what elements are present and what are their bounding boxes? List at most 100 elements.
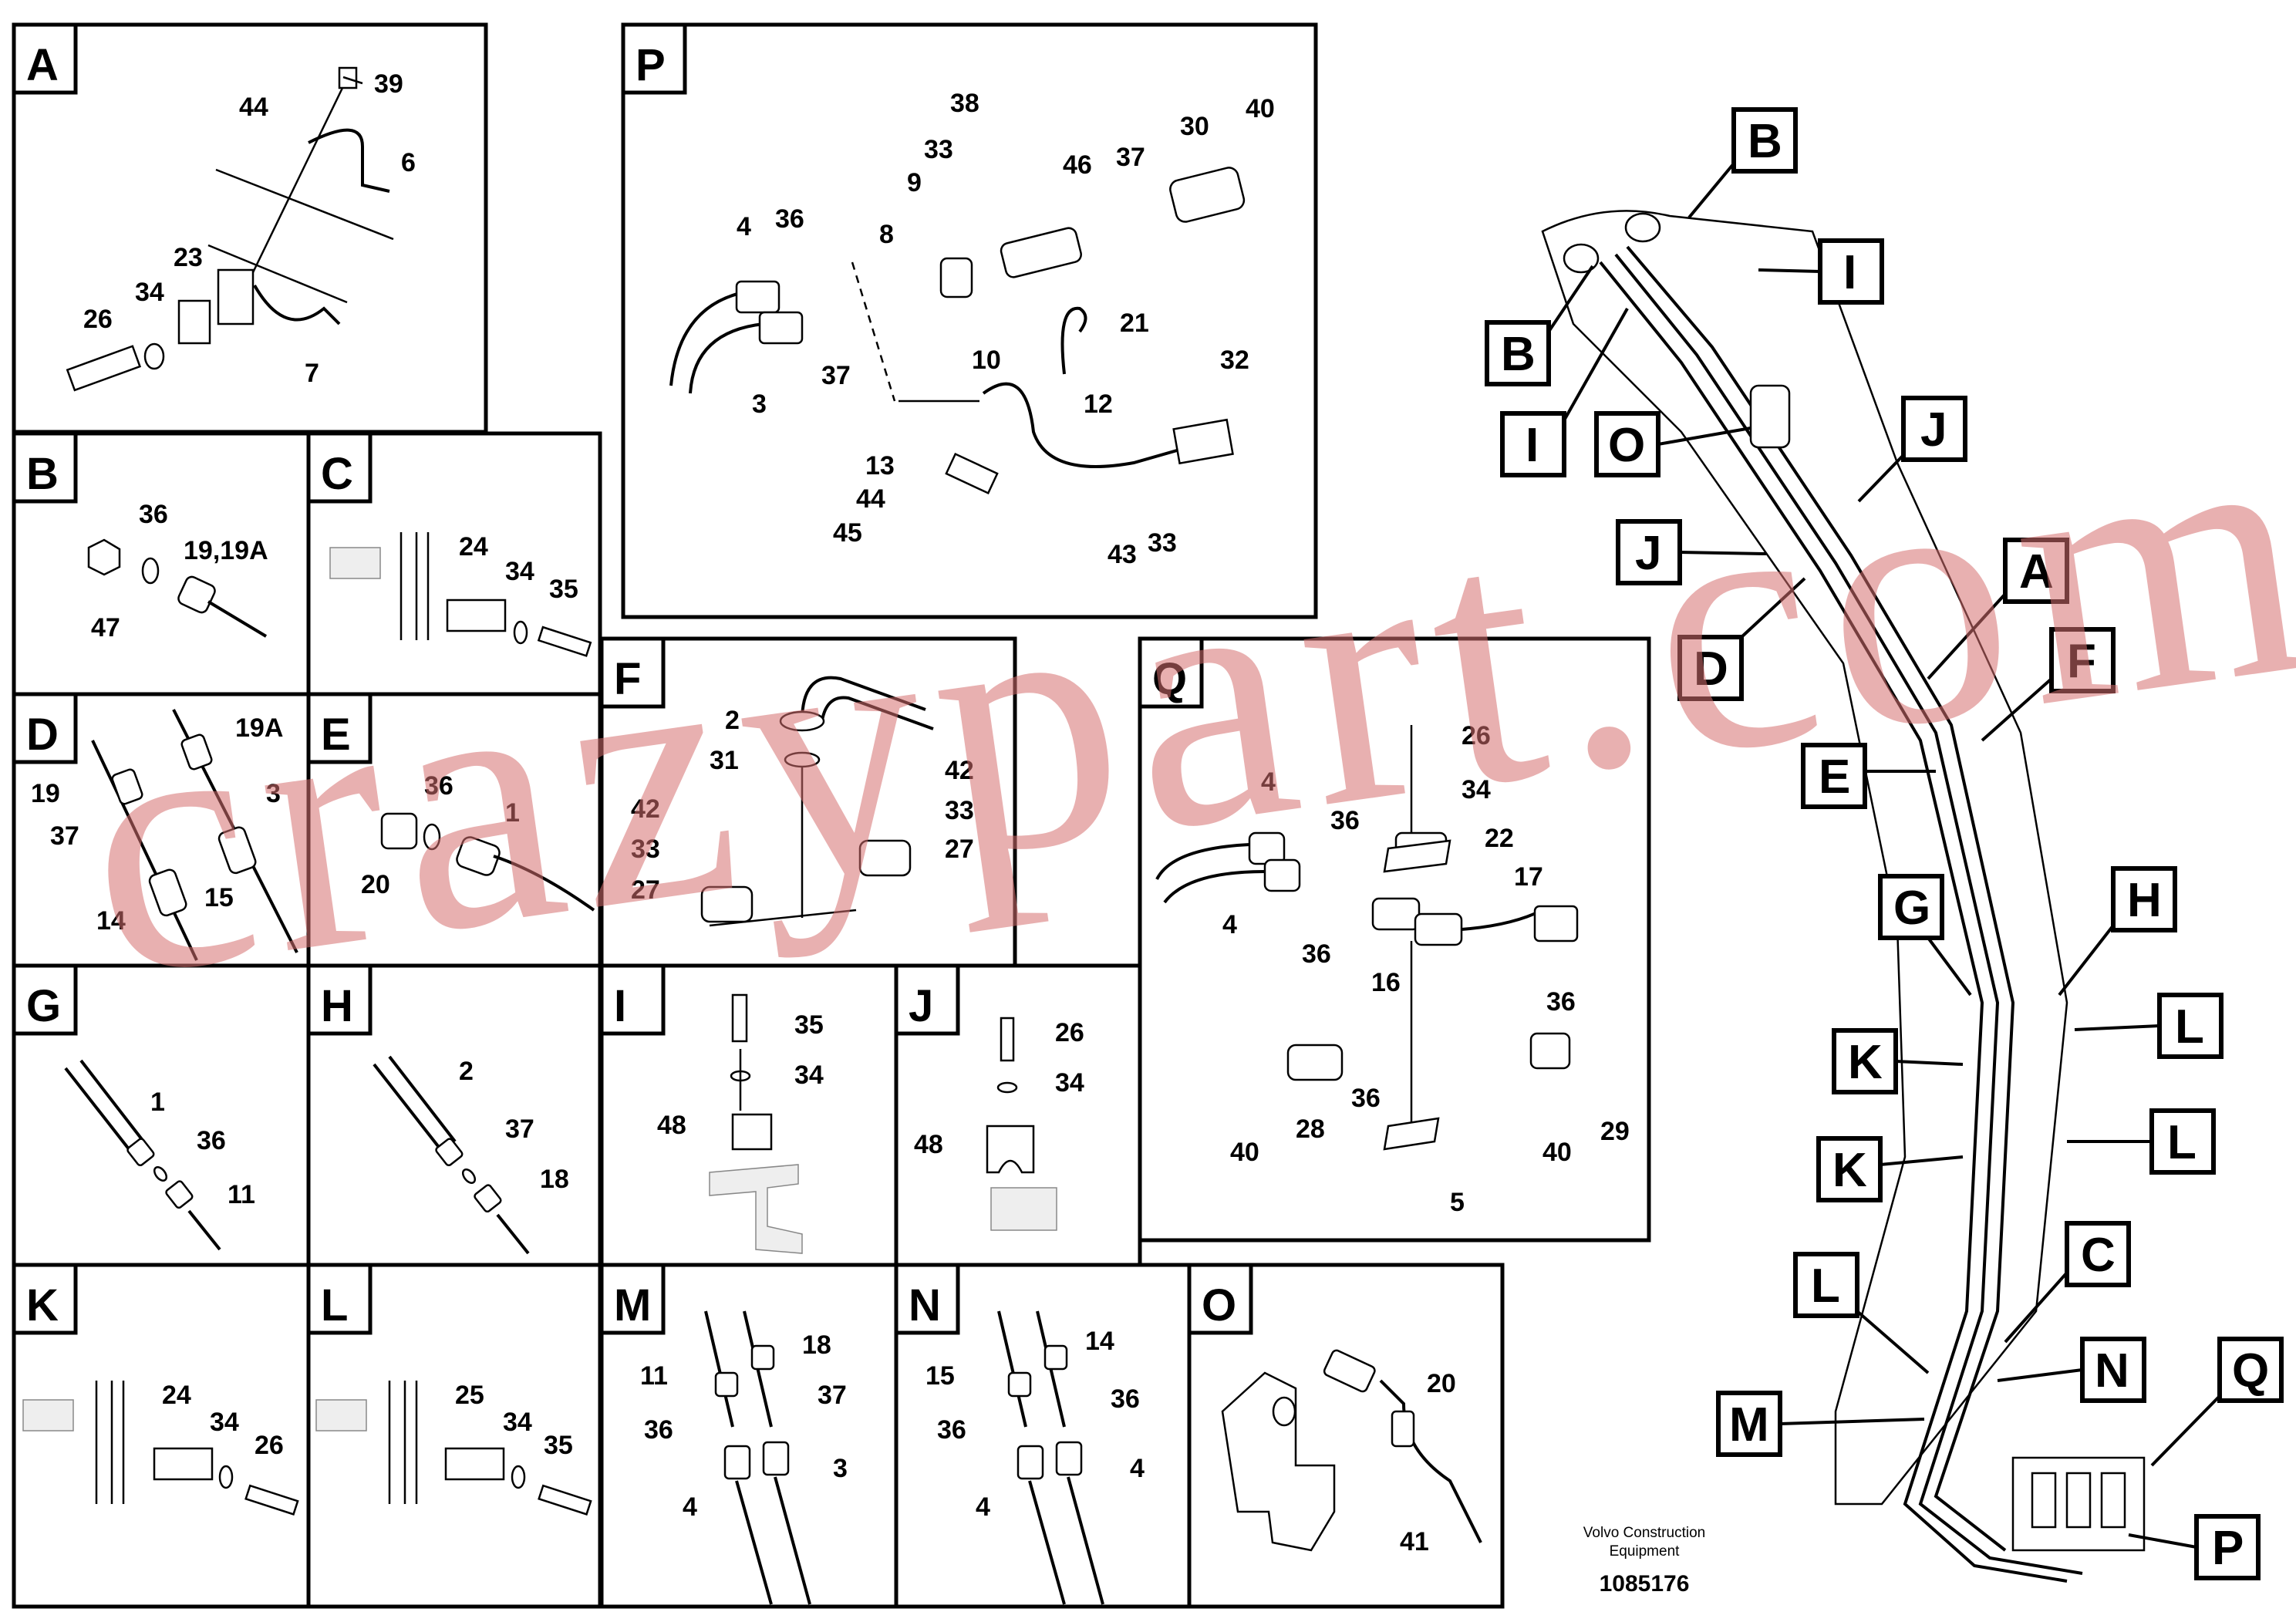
tag-K-lower: K: [1816, 1136, 1964, 1202]
callout-Q-26: 26: [1462, 721, 1491, 750]
callout-Q-5: 5: [1450, 1188, 1465, 1217]
callout-C-34: 34: [505, 557, 534, 586]
tag-P: P: [2128, 1514, 2261, 1580]
callout-P-33: 33: [924, 135, 953, 164]
callout-Q-4a: 4: [1261, 767, 1276, 797]
callout-P-9: 9: [907, 168, 922, 197]
tag-L-upper: L: [2074, 993, 2224, 1059]
callout-P-10: 10: [972, 346, 1001, 375]
panel-F: F 2 31 42 42 33 33 27 27: [599, 636, 1017, 968]
callout-J-48: 48: [914, 1130, 943, 1159]
tag-L-lower: L: [1793, 1252, 1930, 1374]
callout-N-4b: 4: [976, 1492, 990, 1522]
panel-D-letter: D: [26, 710, 59, 760]
panel-M: M 18 11 37 36 3 4: [599, 1263, 899, 1609]
callout-Q-29: 29: [1600, 1117, 1630, 1146]
panel-J-letter: J: [909, 981, 933, 1031]
callout-E-20: 20: [361, 870, 390, 899]
panel-A-letter: A: [26, 40, 59, 90]
callout-B-47: 47: [91, 613, 120, 642]
svg-text:M: M: [1729, 1398, 1769, 1452]
callout-P-13: 13: [865, 451, 895, 481]
panel-P-letter: P: [636, 40, 666, 90]
callout-P-32: 32: [1220, 346, 1249, 375]
svg-text:A: A: [2019, 545, 2054, 599]
callout-K-24: 24: [162, 1381, 191, 1410]
callout-A-34: 34: [135, 278, 164, 307]
svg-text:L: L: [2175, 1000, 2204, 1054]
callout-C-24: 24: [459, 532, 488, 561]
svg-text:K: K: [1832, 1144, 1867, 1197]
tag-Q: Q: [2150, 1337, 2284, 1467]
svg-text:O: O: [1608, 419, 1645, 472]
panel-B-letter: B: [26, 449, 59, 499]
svg-text:K: K: [1848, 1036, 1883, 1089]
document-number: 1085176: [1600, 1571, 1690, 1597]
tag-G: G: [1878, 874, 1972, 996]
callout-M-4: 4: [683, 1492, 697, 1522]
panel-K-letter: K: [26, 1280, 59, 1330]
callout-J-26: 26: [1055, 1018, 1084, 1047]
callout-M-18: 18: [802, 1330, 831, 1360]
callout-Q-17: 17: [1514, 862, 1543, 892]
callout-D-15: 15: [204, 883, 234, 912]
callout-Q-34: 34: [1462, 775, 1491, 804]
tag-H: H: [2058, 866, 2177, 996]
callout-A-39: 39: [374, 69, 403, 99]
panel-C-letter: C: [321, 449, 353, 499]
callout-A-7: 7: [305, 359, 319, 388]
callout-Q-40b: 40: [1542, 1138, 1572, 1167]
panel-I: I 35 34 48: [599, 963, 899, 1267]
callout-Q-16: 16: [1371, 968, 1401, 997]
svg-text:G: G: [1893, 882, 1930, 935]
panel-N-letter: N: [909, 1280, 941, 1330]
tag-M: M: [1716, 1391, 1925, 1457]
tag-K-upper: K: [1832, 1028, 1964, 1094]
tag-E: E: [1801, 743, 1936, 809]
callout-F-33b: 33: [631, 835, 660, 864]
callout-J-34: 34: [1055, 1068, 1084, 1098]
callout-P-45: 45: [833, 518, 862, 548]
company-name-line2: Equipment: [1610, 1543, 1681, 1560]
callout-P-46: 46: [1063, 150, 1092, 180]
callout-N-14: 14: [1085, 1327, 1114, 1356]
panel-B: B 36 19,19A 47: [12, 431, 311, 696]
callout-Q-36d: 36: [1351, 1084, 1381, 1113]
callout-O-20: 20: [1427, 1369, 1456, 1398]
panel-O-letter: O: [1202, 1280, 1236, 1330]
svg-text:C: C: [2081, 1229, 2116, 1282]
svg-text:J: J: [1635, 527, 1661, 580]
callout-G-11: 11: [228, 1180, 255, 1209]
svg-text:I: I: [1843, 246, 1856, 299]
callout-D-3: 3: [266, 779, 281, 808]
callout-P-8: 8: [879, 220, 894, 249]
callout-D-19A: 19A: [235, 713, 283, 743]
callout-A-44: 44: [239, 93, 268, 122]
svg-text:E: E: [1819, 750, 1850, 804]
callout-H-37: 37: [505, 1114, 534, 1144]
panel-K: K 24 34 26: [12, 1263, 311, 1609]
panel-H-letter: H: [321, 981, 353, 1031]
callout-P-21: 21: [1120, 309, 1149, 338]
tag-O: O: [1594, 411, 1752, 477]
callout-P-3: 3: [752, 389, 767, 419]
tag-L-middle: L: [2067, 1108, 2216, 1175]
panel-F-letter: F: [614, 654, 641, 704]
callout-Q-22: 22: [1485, 824, 1514, 853]
callout-M-3: 3: [833, 1454, 848, 1483]
callout-L-35: 35: [544, 1431, 573, 1460]
callout-I-34: 34: [794, 1061, 824, 1090]
callout-K-26: 26: [255, 1431, 284, 1460]
callout-P-37a: 37: [1116, 143, 1145, 172]
panel-Q-letter: Q: [1152, 654, 1187, 704]
callout-A-26: 26: [83, 305, 113, 334]
panel-A: A 39 44 6 23 34 26 7: [12, 22, 488, 434]
svg-text:P: P: [2212, 1522, 2244, 1575]
callout-P-33b: 33: [1148, 528, 1177, 558]
callout-F-27b: 27: [631, 875, 660, 905]
panel-Q: Q 26 34 22 4 36 17 4 36 16 36 40 28 36 4…: [1138, 636, 1651, 1243]
callout-E-36: 36: [424, 771, 453, 801]
callout-Q-40a: 40: [1230, 1138, 1259, 1167]
callout-F-33a: 33: [945, 796, 974, 825]
